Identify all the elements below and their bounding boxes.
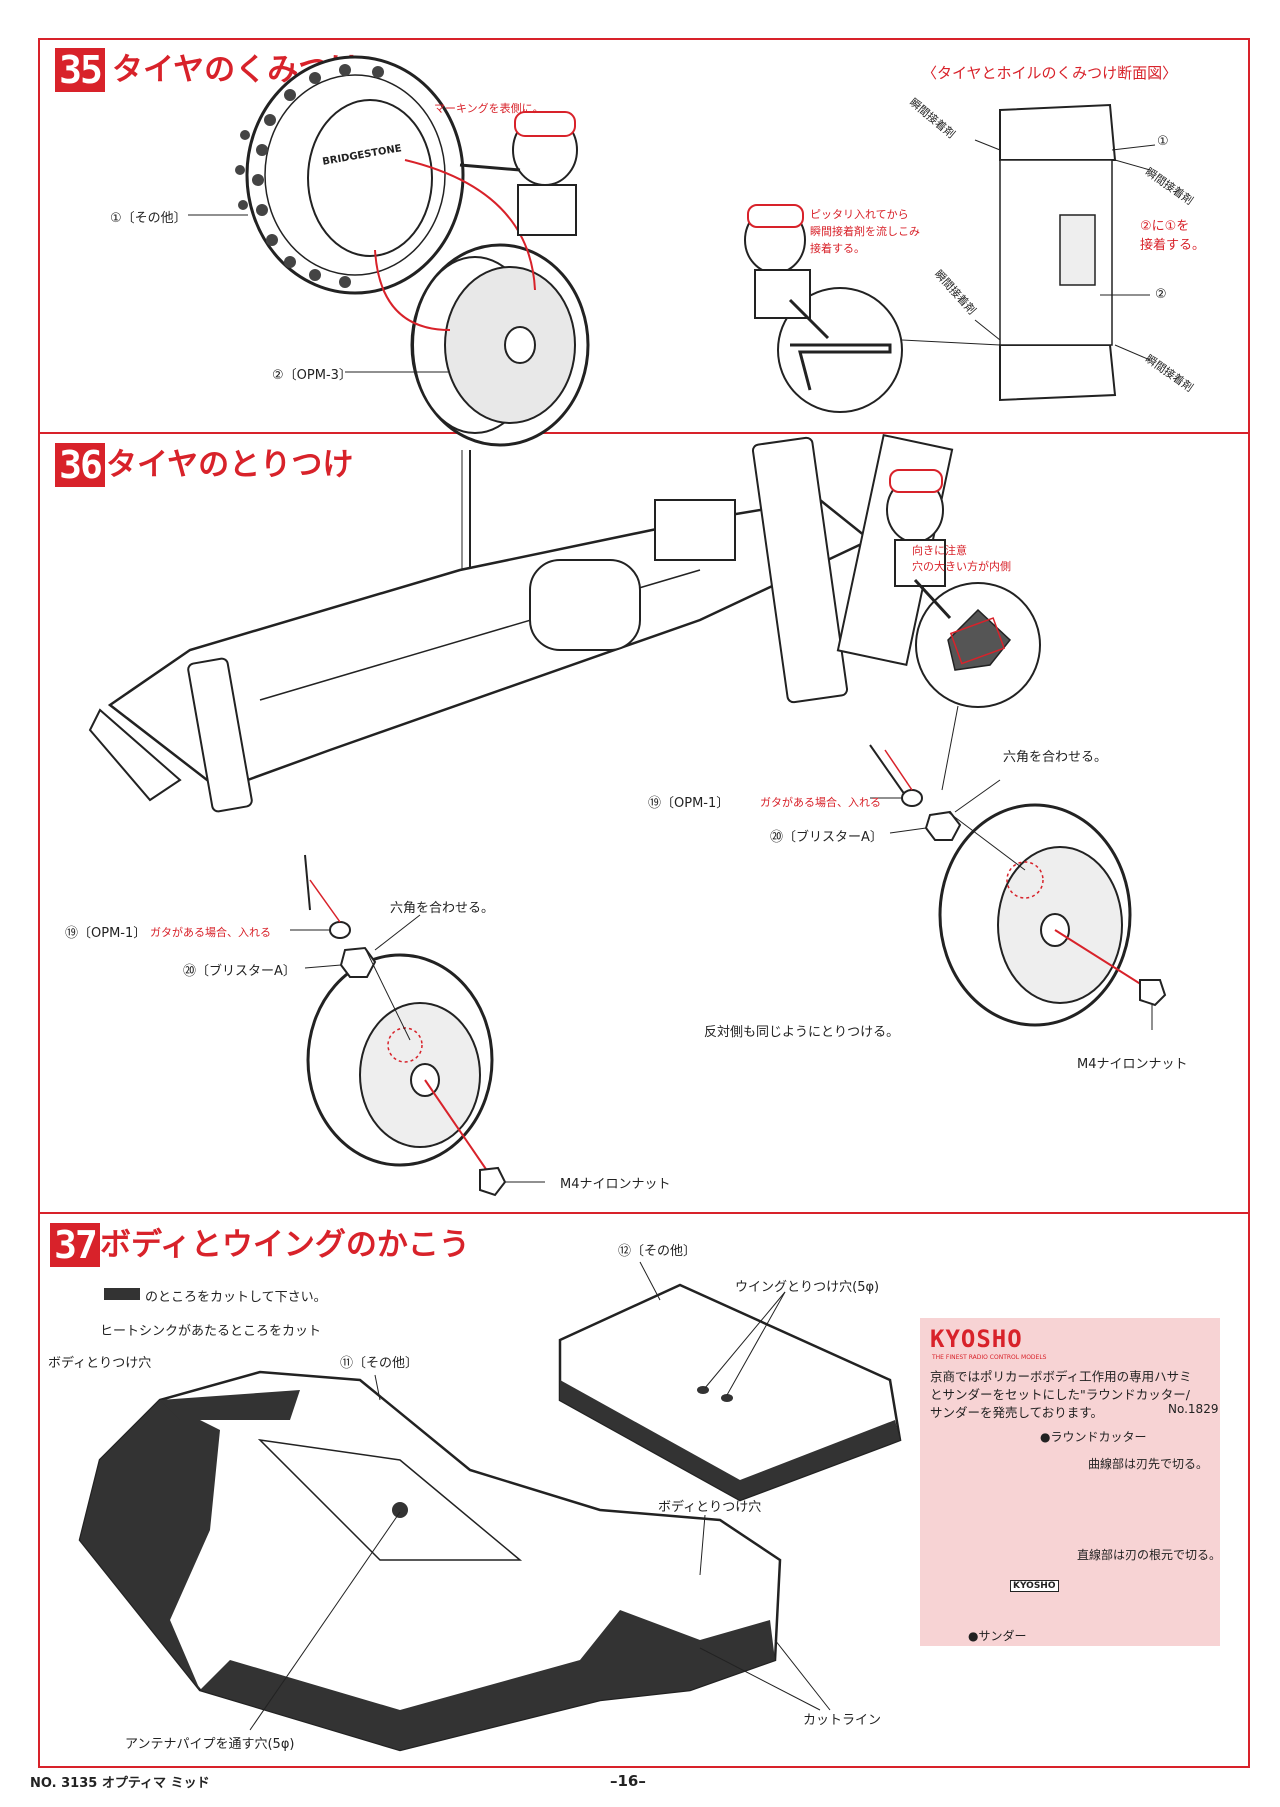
- ad-text-line-1: 京商ではポリカーボボディ工作用の専用ハサミ: [930, 1369, 1192, 1384]
- part-139-right: ⑲〔OPM-1〕: [648, 796, 730, 811]
- right-hardware: [870, 749, 1026, 871]
- ad-text-line-2: とサンダーをセットにした"ラウンドカッター/: [930, 1387, 1190, 1402]
- join-note-line-1: ②に①を: [1140, 219, 1190, 234]
- part-140-left: ⑳〔ブリスターA〕: [183, 964, 296, 979]
- step-37-title: ボディとウイングのかこう: [100, 1227, 470, 1263]
- chassis-drawing: [88, 433, 954, 911]
- part-140-right: ⑳〔ブリスターA〕: [770, 830, 883, 845]
- sander-label: ●サンダー: [968, 1629, 1027, 1643]
- ad-text-line-3: サンダーを発売しております。: [930, 1405, 1104, 1420]
- hex-align-note-right: 六角を合わせる。: [1003, 750, 1108, 765]
- body-mount-hole-label: ボディとりつけ穴: [48, 1356, 152, 1371]
- footer-model: NO. 3135 オプティマ ミッド: [30, 1776, 210, 1791]
- mascot-figure-2: [744, 204, 830, 340]
- cross-section-title: 〈タイヤとホイルのくみつけ断面図〉: [922, 64, 1178, 82]
- straight-cut-note: 直線部は刃の根元で切る。: [1077, 1548, 1222, 1562]
- part-139-left: ⑲〔OPM-1〕: [65, 926, 147, 941]
- curve-cut-note: 曲線部は刃先で切る。: [1088, 1457, 1209, 1471]
- step-36-title: タイヤのとりつけ: [106, 447, 354, 483]
- cutter-label: ●ラウンドカッター: [1040, 1430, 1147, 1444]
- cross-section-drawing: [974, 103, 1156, 402]
- kyosho-logo: KYOSHO: [930, 1325, 1023, 1353]
- right-tire-drawing: [938, 803, 1167, 1030]
- sander-logo: KYOSHO: [1010, 1580, 1059, 1592]
- antenna-hole-label: アンテナパイプを通す穴(5φ): [125, 1737, 295, 1752]
- opposite-side-note: 反対側も同じようにとりつける。: [704, 1025, 900, 1040]
- instruction-line-1: ピッタリ入れてから: [810, 208, 909, 221]
- step-36-number: 36: [55, 443, 105, 487]
- join-note-line-2: 接着する。: [1140, 238, 1206, 253]
- kyosho-ad-box: [920, 1318, 1220, 1646]
- section-divider-1: [40, 432, 1248, 434]
- orientation-note-line-2: 穴の大きい方が内側: [912, 560, 1011, 573]
- part-139-note-right: ガタがある場合、入れる: [760, 796, 881, 809]
- ad-product-no: No.1829: [1168, 1402, 1219, 1416]
- orientation-note-line-1: 向きに注意: [912, 544, 967, 557]
- wheel-part-label: ②〔OPM-3〕: [272, 368, 352, 383]
- mascot-figure-3: [886, 469, 952, 620]
- left-hardware: [290, 879, 421, 1041]
- wing-part-label: ⑫〔その他〕: [618, 1244, 697, 1259]
- cut-line-label: カットライン: [803, 1713, 882, 1728]
- step-37-number: 37: [50, 1223, 100, 1267]
- nut-label-right: M4ナイロンナット: [1077, 1057, 1188, 1072]
- part-139-note-left: ガタがある場合、入れる: [150, 926, 271, 939]
- instruction-line-2: 瞬間接着剤を流しこみ: [810, 225, 920, 238]
- callout-1: ①: [1157, 134, 1169, 149]
- section-divider-2: [40, 1212, 1248, 1214]
- left-tire-drawing: [306, 953, 545, 1197]
- hex-align-note-left: 六角を合わせる。: [390, 901, 495, 916]
- mascot-figure-1: [459, 111, 578, 236]
- tire-part-label: ①〔その他〕: [110, 211, 187, 226]
- cut-legend-swatch: [104, 1288, 140, 1300]
- body-part-label: ⑪〔その他〕: [340, 1356, 419, 1371]
- step-35-number: 35: [55, 48, 105, 92]
- tire-drawing: [235, 55, 465, 295]
- heatsink-cut-note: ヒートシンクがあたるところをカット: [100, 1324, 322, 1339]
- wing-hole-label: ウイングとりつけ穴(5φ): [735, 1280, 880, 1295]
- body-shell-drawing: [78, 1370, 831, 1752]
- nut-label-left: M4ナイロンナット: [560, 1177, 671, 1192]
- wheel-drawing: [410, 243, 590, 447]
- kyosho-logo-tagline: THE FINEST RADIO CONTROL MODELS: [932, 1354, 1047, 1361]
- cut-legend-text: のところをカットして下さい。: [145, 1290, 327, 1305]
- instruction-line-3: 接着する。: [810, 242, 865, 255]
- body-mount-hole-label-2: ボディとりつけ穴: [658, 1500, 762, 1515]
- footer-page-number: –16–: [610, 1772, 646, 1790]
- wing-drawing: [558, 1261, 902, 1502]
- page-frame: [38, 38, 1250, 1768]
- callout-2: ②: [1155, 287, 1167, 302]
- marking-note: マーキングを表側に。: [434, 102, 544, 115]
